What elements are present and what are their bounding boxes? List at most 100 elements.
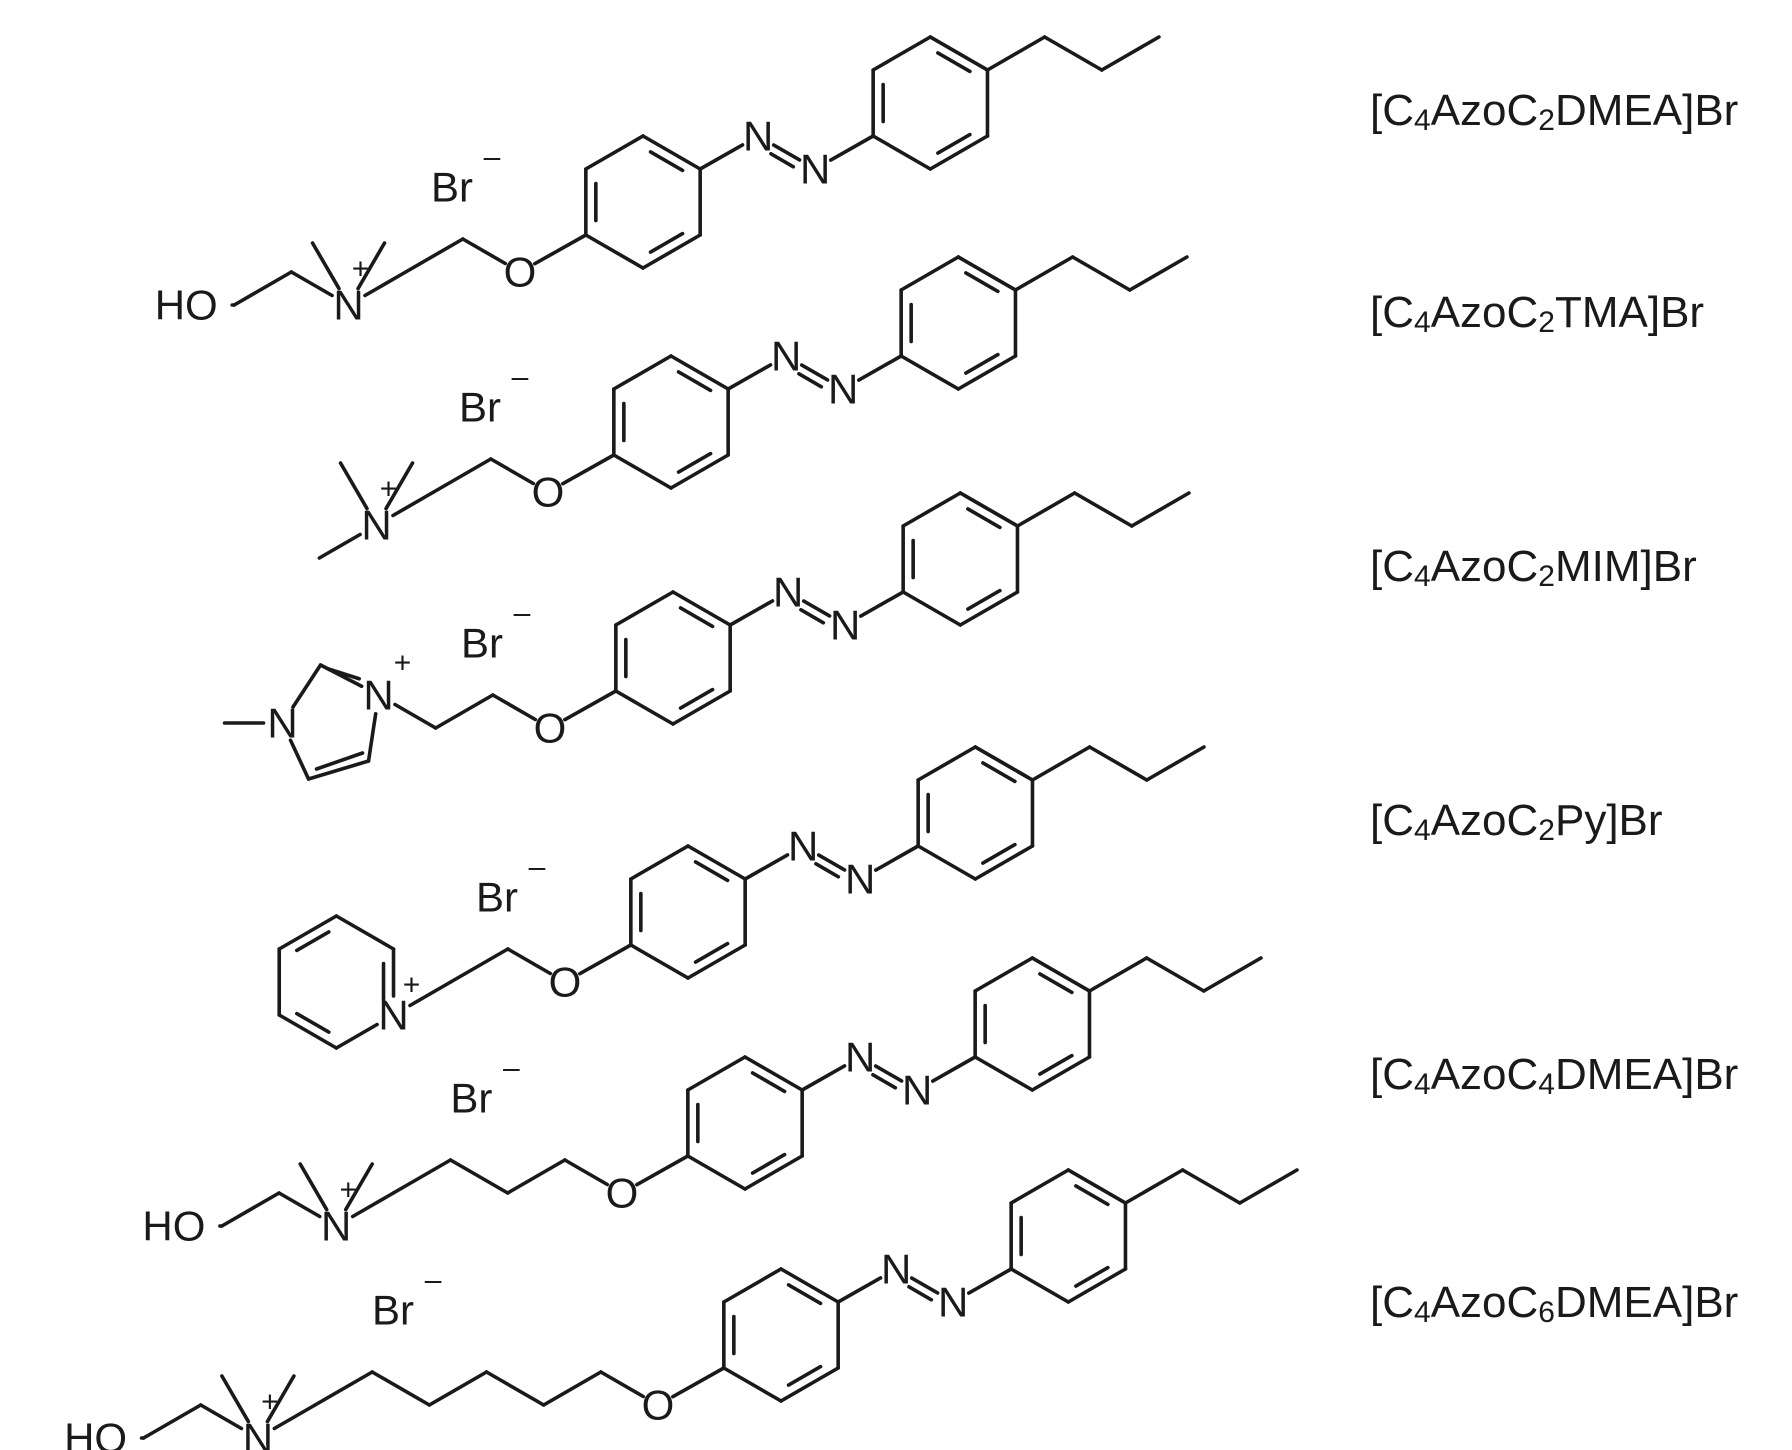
double-bond-line (294, 930, 331, 953)
spacer-bond (448, 947, 510, 984)
negative-charge: – (529, 851, 546, 884)
methyl-bond (356, 241, 387, 291)
butyl-bond (1123, 1168, 1185, 1205)
azo-nitrogen: N (828, 366, 858, 413)
butyl-bond (985, 35, 1047, 72)
methyl-bond (298, 1162, 329, 1212)
bromide-ion: Br (431, 164, 473, 211)
ring-bond (306, 759, 371, 781)
azobenzene-tail: ONN (534, 491, 1191, 752)
ring-bond (641, 134, 702, 171)
spacer-bond (427, 1370, 489, 1407)
butyl-bond (1030, 745, 1092, 782)
ring-bond (669, 354, 730, 391)
butyl-bond (1042, 35, 1104, 72)
negative-charge: – (484, 141, 501, 174)
spacer-bond (505, 1158, 567, 1195)
spacer-bond (403, 237, 465, 274)
azo-bond (799, 363, 830, 382)
ring-bond (973, 956, 1035, 993)
azobenzene-tail: ONN (642, 1168, 1299, 1429)
benzene-ring-1 (614, 590, 732, 726)
ether-bond (635, 1154, 690, 1187)
butyl-bond (1070, 255, 1132, 292)
azo-double-bond (799, 608, 826, 625)
bond (363, 270, 408, 298)
benzene-ring-1 (686, 1055, 804, 1191)
butyl-bond (1127, 255, 1189, 292)
bond (220, 1191, 281, 1228)
bond (859, 590, 905, 618)
ether-oxygen: O (549, 959, 582, 1006)
ring-bond (584, 134, 645, 171)
spacer-bond (448, 1158, 510, 1195)
ring-bond (956, 354, 1018, 391)
double-bond-line (1074, 1265, 1110, 1288)
ether-bond (561, 453, 616, 486)
ring-bond (629, 844, 690, 881)
ring-bond (612, 354, 673, 391)
cationic-head: Br–N+N (222, 597, 538, 781)
azo-bond (816, 853, 847, 872)
negative-charge: – (514, 597, 531, 630)
double-bond-line (966, 507, 1002, 530)
cationic-head: Br–N+ (317, 361, 536, 560)
spacer-bond (431, 457, 493, 494)
ring-bond (871, 35, 933, 72)
double-bond-line (964, 271, 1000, 294)
azo-nitrogen: N (845, 1034, 875, 1081)
compound-name: [C4AzoC2DMEA]Br (1370, 86, 1738, 137)
positive-charge: + (380, 473, 398, 506)
ether-oxygen: O (642, 1382, 675, 1429)
ring-bond (277, 1013, 339, 1050)
ring-bond (291, 663, 323, 709)
bond (232, 270, 294, 307)
cationic-head: Br–N+HO (142, 1052, 610, 1250)
bond (726, 363, 773, 391)
double-bond-line (693, 941, 730, 964)
butyl-bond (1099, 35, 1161, 72)
ring-bond (928, 134, 990, 171)
butyl-bond (1180, 1168, 1242, 1205)
azo-nitrogen: N (788, 823, 818, 870)
double-bond-line (1038, 972, 1074, 995)
ring-bond (671, 590, 732, 627)
ring-bond (973, 1055, 1035, 1092)
ring-bond (743, 1055, 804, 1092)
ring-bond (916, 844, 978, 881)
ring-bond (958, 590, 1020, 627)
ring-bond (899, 354, 961, 391)
ring-bond (901, 590, 963, 627)
negative-charge: – (425, 1264, 442, 1297)
butyl-bond (1144, 745, 1206, 782)
ring-bond (779, 1267, 840, 1304)
positive-charge: + (394, 647, 412, 680)
spacer-bond (370, 1370, 432, 1407)
azobenzene-tail: ONN (504, 35, 1161, 296)
spacer-bond (433, 693, 495, 730)
spacer-bond (391, 1158, 453, 1195)
bond (272, 1403, 317, 1431)
ring-bond (973, 844, 1035, 881)
double-bond-line (964, 352, 1000, 375)
bond (728, 599, 775, 627)
ring-bond (641, 233, 702, 270)
pyridine-ring (277, 914, 396, 1050)
spacer-bond (599, 1370, 646, 1399)
double-bond-line (981, 842, 1017, 865)
butyl-bond (1201, 956, 1263, 993)
ring-bond (722, 1366, 783, 1403)
ring-bond (871, 134, 933, 171)
azo-double-bond (871, 1073, 898, 1090)
azo-nitrogen: N (800, 146, 830, 193)
hydroxyl-group: HO (64, 1415, 127, 1450)
bond (836, 1276, 883, 1304)
bromide-ion: Br (450, 1075, 492, 1122)
bromide-ion: Br (372, 1287, 414, 1334)
azo-double-bond (907, 1285, 934, 1302)
spacer-bond (484, 1370, 546, 1407)
bond (857, 354, 903, 382)
butyl-bond (1087, 956, 1149, 993)
ring-bond (629, 943, 690, 980)
